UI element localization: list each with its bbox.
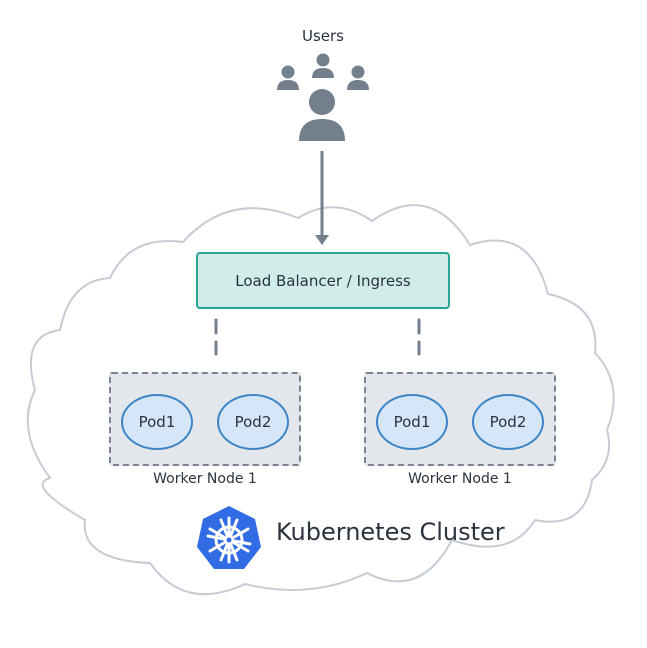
pod-2[interactable]: Pod2 <box>217 394 289 450</box>
worker-node-right-label: Worker Node 1 <box>408 471 512 487</box>
pod-label: Pod2 <box>489 413 527 431</box>
cluster-title: Kubernetes Cluster <box>276 518 505 546</box>
pod-label: Pod1 <box>393 413 431 431</box>
kubernetes-logo-icon <box>197 506 261 569</box>
pod-label: Pod1 <box>138 413 176 431</box>
users-group-icon <box>277 53 369 141</box>
load-balancer-label: Load Balancer / Ingress <box>235 271 411 290</box>
users-label: Users <box>301 27 344 45</box>
cluster-cloud-outline <box>26 204 615 596</box>
pod-label: Pod2 <box>234 413 272 431</box>
worker-node-left-label: Worker Node 1 <box>153 471 257 487</box>
worker-node-right[interactable]: Pod1 Pod2 <box>364 372 556 466</box>
users-to-lb-arrow <box>315 151 329 245</box>
pod-1[interactable]: Pod1 <box>376 394 448 450</box>
pod-1[interactable]: Pod1 <box>121 394 193 450</box>
load-balancer-box[interactable]: Load Balancer / Ingress <box>196 252 450 309</box>
worker-node-left[interactable]: Pod1 Pod2 <box>109 372 301 466</box>
pod-2[interactable]: Pod2 <box>472 394 544 450</box>
